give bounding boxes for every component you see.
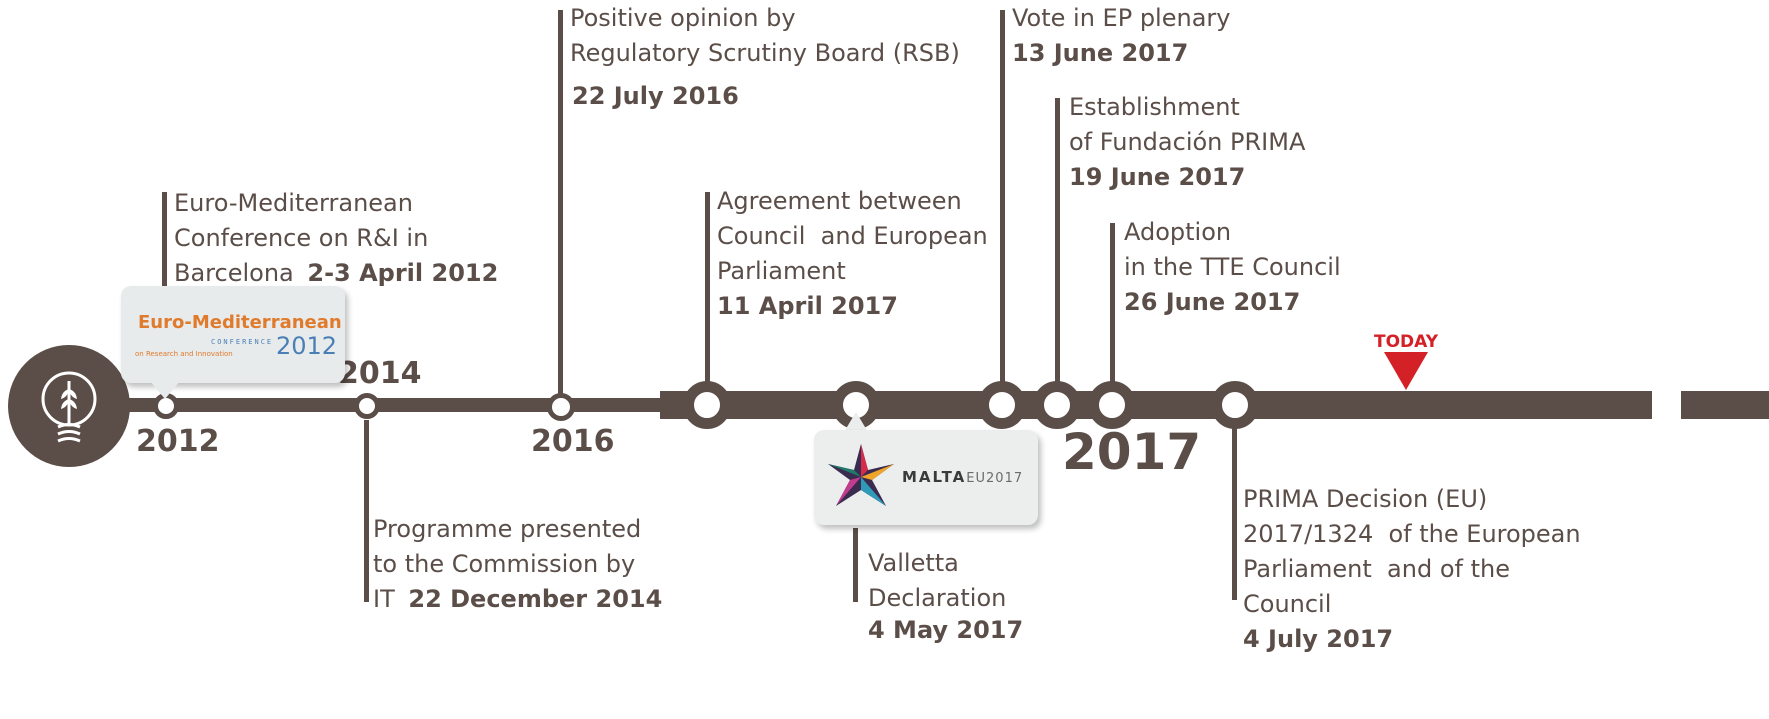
today-label: TODAY <box>1374 332 1438 352</box>
connector-adoption <box>1110 223 1115 384</box>
event-decision-line2: 2017/1324 of the European <box>1243 520 1581 548</box>
connector-euromed <box>162 192 167 288</box>
event-agreement-line2: Council and European <box>717 222 988 250</box>
event-euromed-line2: Conference on R&I in <box>174 224 429 252</box>
connector-programme <box>364 420 369 602</box>
event-rsb-line2: Regulatory Scrutiny Board (RSB) <box>570 39 960 67</box>
connector-decision <box>1232 428 1237 600</box>
event-adoption: Adoption in the TTE Council 26 June 2017 <box>1124 215 1341 320</box>
euromed-logo-year: 2012 <box>276 332 338 360</box>
connector-rsb <box>558 10 563 396</box>
event-valletta-line1: Valletta <box>868 549 959 577</box>
node-2016[interactable] <box>547 393 575 421</box>
event-agreement: Agreement between Council and European P… <box>717 184 988 324</box>
event-fundacion-line2: of Fundación PRIMA <box>1069 128 1306 156</box>
malta-card-pointer <box>844 412 868 432</box>
node-adoption[interactable] <box>1088 381 1136 429</box>
year-2012-label: 2012 <box>136 424 220 459</box>
euromed-card-pointer <box>150 381 180 399</box>
euromed-logo-sub1: CONFERENCE <box>211 338 274 346</box>
event-decision-date: 4 July 2017 <box>1243 625 1394 653</box>
event-fundacion-date: 19 June 2017 <box>1069 163 1246 191</box>
event-fundacion-line1: Establishment <box>1069 93 1240 121</box>
euromed-logo-sub2: on Research and Innovation <box>135 350 233 358</box>
connector-valletta <box>853 528 858 602</box>
event-vote: Vote in EP plenary 13 June 2017 <box>1012 1 1230 71</box>
event-euromed: Euro-Mediterranean Conference on R&I in … <box>174 186 498 291</box>
connector-agreement <box>705 192 710 384</box>
event-euromed-line1: Euro-Mediterranean <box>174 189 413 217</box>
event-rsb-line1: Positive opinion by <box>570 4 796 32</box>
wheat-bulb-icon <box>41 371 97 443</box>
event-decision: PRIMA Decision (EU) 2017/1324 of the Eur… <box>1243 482 1581 657</box>
event-valletta: Valletta Declaration 4 May 2017 <box>868 546 1023 648</box>
event-valletta-line2: Declaration <box>868 584 1007 612</box>
malta-logo-text: MALTA <box>902 468 967 486</box>
event-euromed-line3: Barcelona <box>174 259 302 287</box>
event-programme-line3: IT <box>373 585 403 613</box>
event-programme-date: 22 December 2014 <box>408 585 663 613</box>
malta-logo-suffix: EU2017 <box>966 471 1024 486</box>
event-programme-line1: Programme presented <box>373 515 642 543</box>
year-2016-label: 2016 <box>531 424 615 459</box>
event-programme-line2: to the Commission by <box>373 550 636 578</box>
node-agreement[interactable] <box>683 381 731 429</box>
connector-vote <box>1000 10 1005 384</box>
event-rsb: Positive opinion by Regulatory Scrutiny … <box>570 1 960 114</box>
timeline-thick-bar <box>660 391 1652 419</box>
event-agreement-line3: Parliament <box>717 257 846 285</box>
malta-star-icon <box>828 444 894 506</box>
euromed-logo-title: Euro-Mediterranean <box>138 312 342 333</box>
event-adoption-date: 26 June 2017 <box>1124 288 1301 316</box>
event-rsb-date: 22 July 2016 <box>572 82 739 110</box>
node-2014[interactable] <box>354 393 380 419</box>
malta-logo-card[interactable]: MALTAEU2017 <box>814 430 1038 525</box>
event-agreement-date: 11 April 2017 <box>717 292 898 320</box>
event-agreement-line1: Agreement between <box>717 187 962 215</box>
year-2014-label: 2014 <box>338 356 422 391</box>
node-decision[interactable] <box>1211 381 1259 429</box>
event-decision-line3: Parliament and of the <box>1243 555 1510 583</box>
event-vote-line1: Vote in EP plenary <box>1012 4 1231 32</box>
event-vote-date: 13 June 2017 <box>1012 39 1189 67</box>
node-fundacion[interactable] <box>1033 381 1081 429</box>
euromed-logo-card[interactable]: Euro-Mediterranean CONFERENCE on Researc… <box>121 286 345 383</box>
event-decision-line4: Council <box>1243 590 1332 618</box>
event-decision-line1: PRIMA Decision (EU) <box>1243 485 1488 513</box>
event-euromed-date: 2-3 April 2012 <box>307 259 499 287</box>
event-valletta-date: 4 May 2017 <box>868 616 1024 644</box>
year-2017-label: 2017 <box>1062 423 1202 481</box>
connector-fundacion <box>1055 98 1060 384</box>
prima-logo-circle <box>8 345 130 467</box>
timeline-future-bar <box>1681 391 1769 419</box>
event-fundacion: Establishment of Fundación PRIMA 19 June… <box>1069 90 1305 195</box>
event-programme: Programme presented to the Commission by… <box>373 512 662 617</box>
node-vote[interactable] <box>978 381 1026 429</box>
event-adoption-line2: in the TTE Council <box>1124 253 1341 281</box>
timeline-thin-bar <box>110 398 662 412</box>
event-adoption-line1: Adoption <box>1124 218 1232 246</box>
today-marker-icon <box>1384 352 1428 390</box>
